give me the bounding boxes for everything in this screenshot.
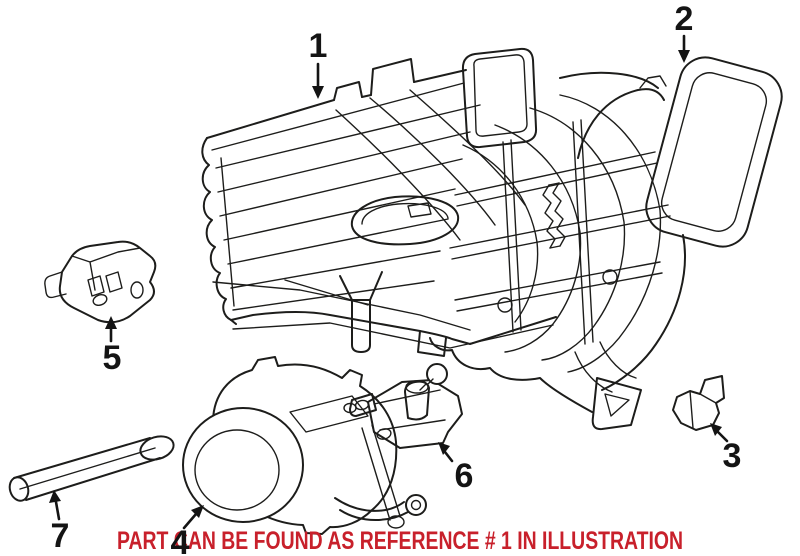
callout-6-arrowhead [438, 442, 450, 455]
callout-7-label: 7 [51, 517, 70, 555]
callout-2-arrowhead [678, 50, 690, 63]
callout-5-label: 5 [103, 339, 122, 377]
part-6-actuator-drawing [349, 363, 463, 449]
callouts: 1 2 3 4 5 6 7 [49, 0, 741, 556]
callout-7: 7 [49, 490, 69, 555]
part-5-actuator-drawing [44, 240, 157, 324]
callout-6-label: 6 [455, 457, 474, 495]
callout-5-arrowhead [105, 316, 117, 329]
callout-1: 1 [309, 27, 328, 99]
part-2-seal-drawing [645, 56, 783, 248]
callout-1-label: 1 [309, 27, 328, 65]
callout-6: 6 [438, 442, 473, 495]
illustration-art [8, 47, 783, 535]
callout-3-arrowhead [710, 423, 722, 436]
part-1-housing-drawing [201, 47, 686, 431]
callout-2: 2 [675, 0, 694, 63]
callout-4-label: 4 [171, 524, 190, 556]
callout-4-arrow [182, 512, 198, 530]
callout-3-label: 3 [723, 437, 742, 475]
callout-7-arrow [54, 500, 61, 521]
callout-3-arrow [715, 429, 729, 443]
callout-3: 3 [710, 423, 741, 475]
callout-5: 5 [103, 316, 122, 377]
callout-4: 4 [171, 505, 204, 556]
callout-2-label: 2 [675, 0, 694, 38]
callout-4-arrowhead [191, 505, 204, 518]
callout-1-arrowhead [312, 86, 324, 99]
part-7-tube-drawing [8, 435, 175, 502]
callout-6-arrow [443, 450, 454, 463]
part-4-blower-motor-drawing [182, 356, 427, 535]
callout-7-arrowhead [49, 490, 61, 503]
reference-note: PART CAN BE FOUND AS REFERENCE # 1 IN IL… [117, 527, 683, 555]
part-3-bracket-drawing [672, 375, 725, 431]
